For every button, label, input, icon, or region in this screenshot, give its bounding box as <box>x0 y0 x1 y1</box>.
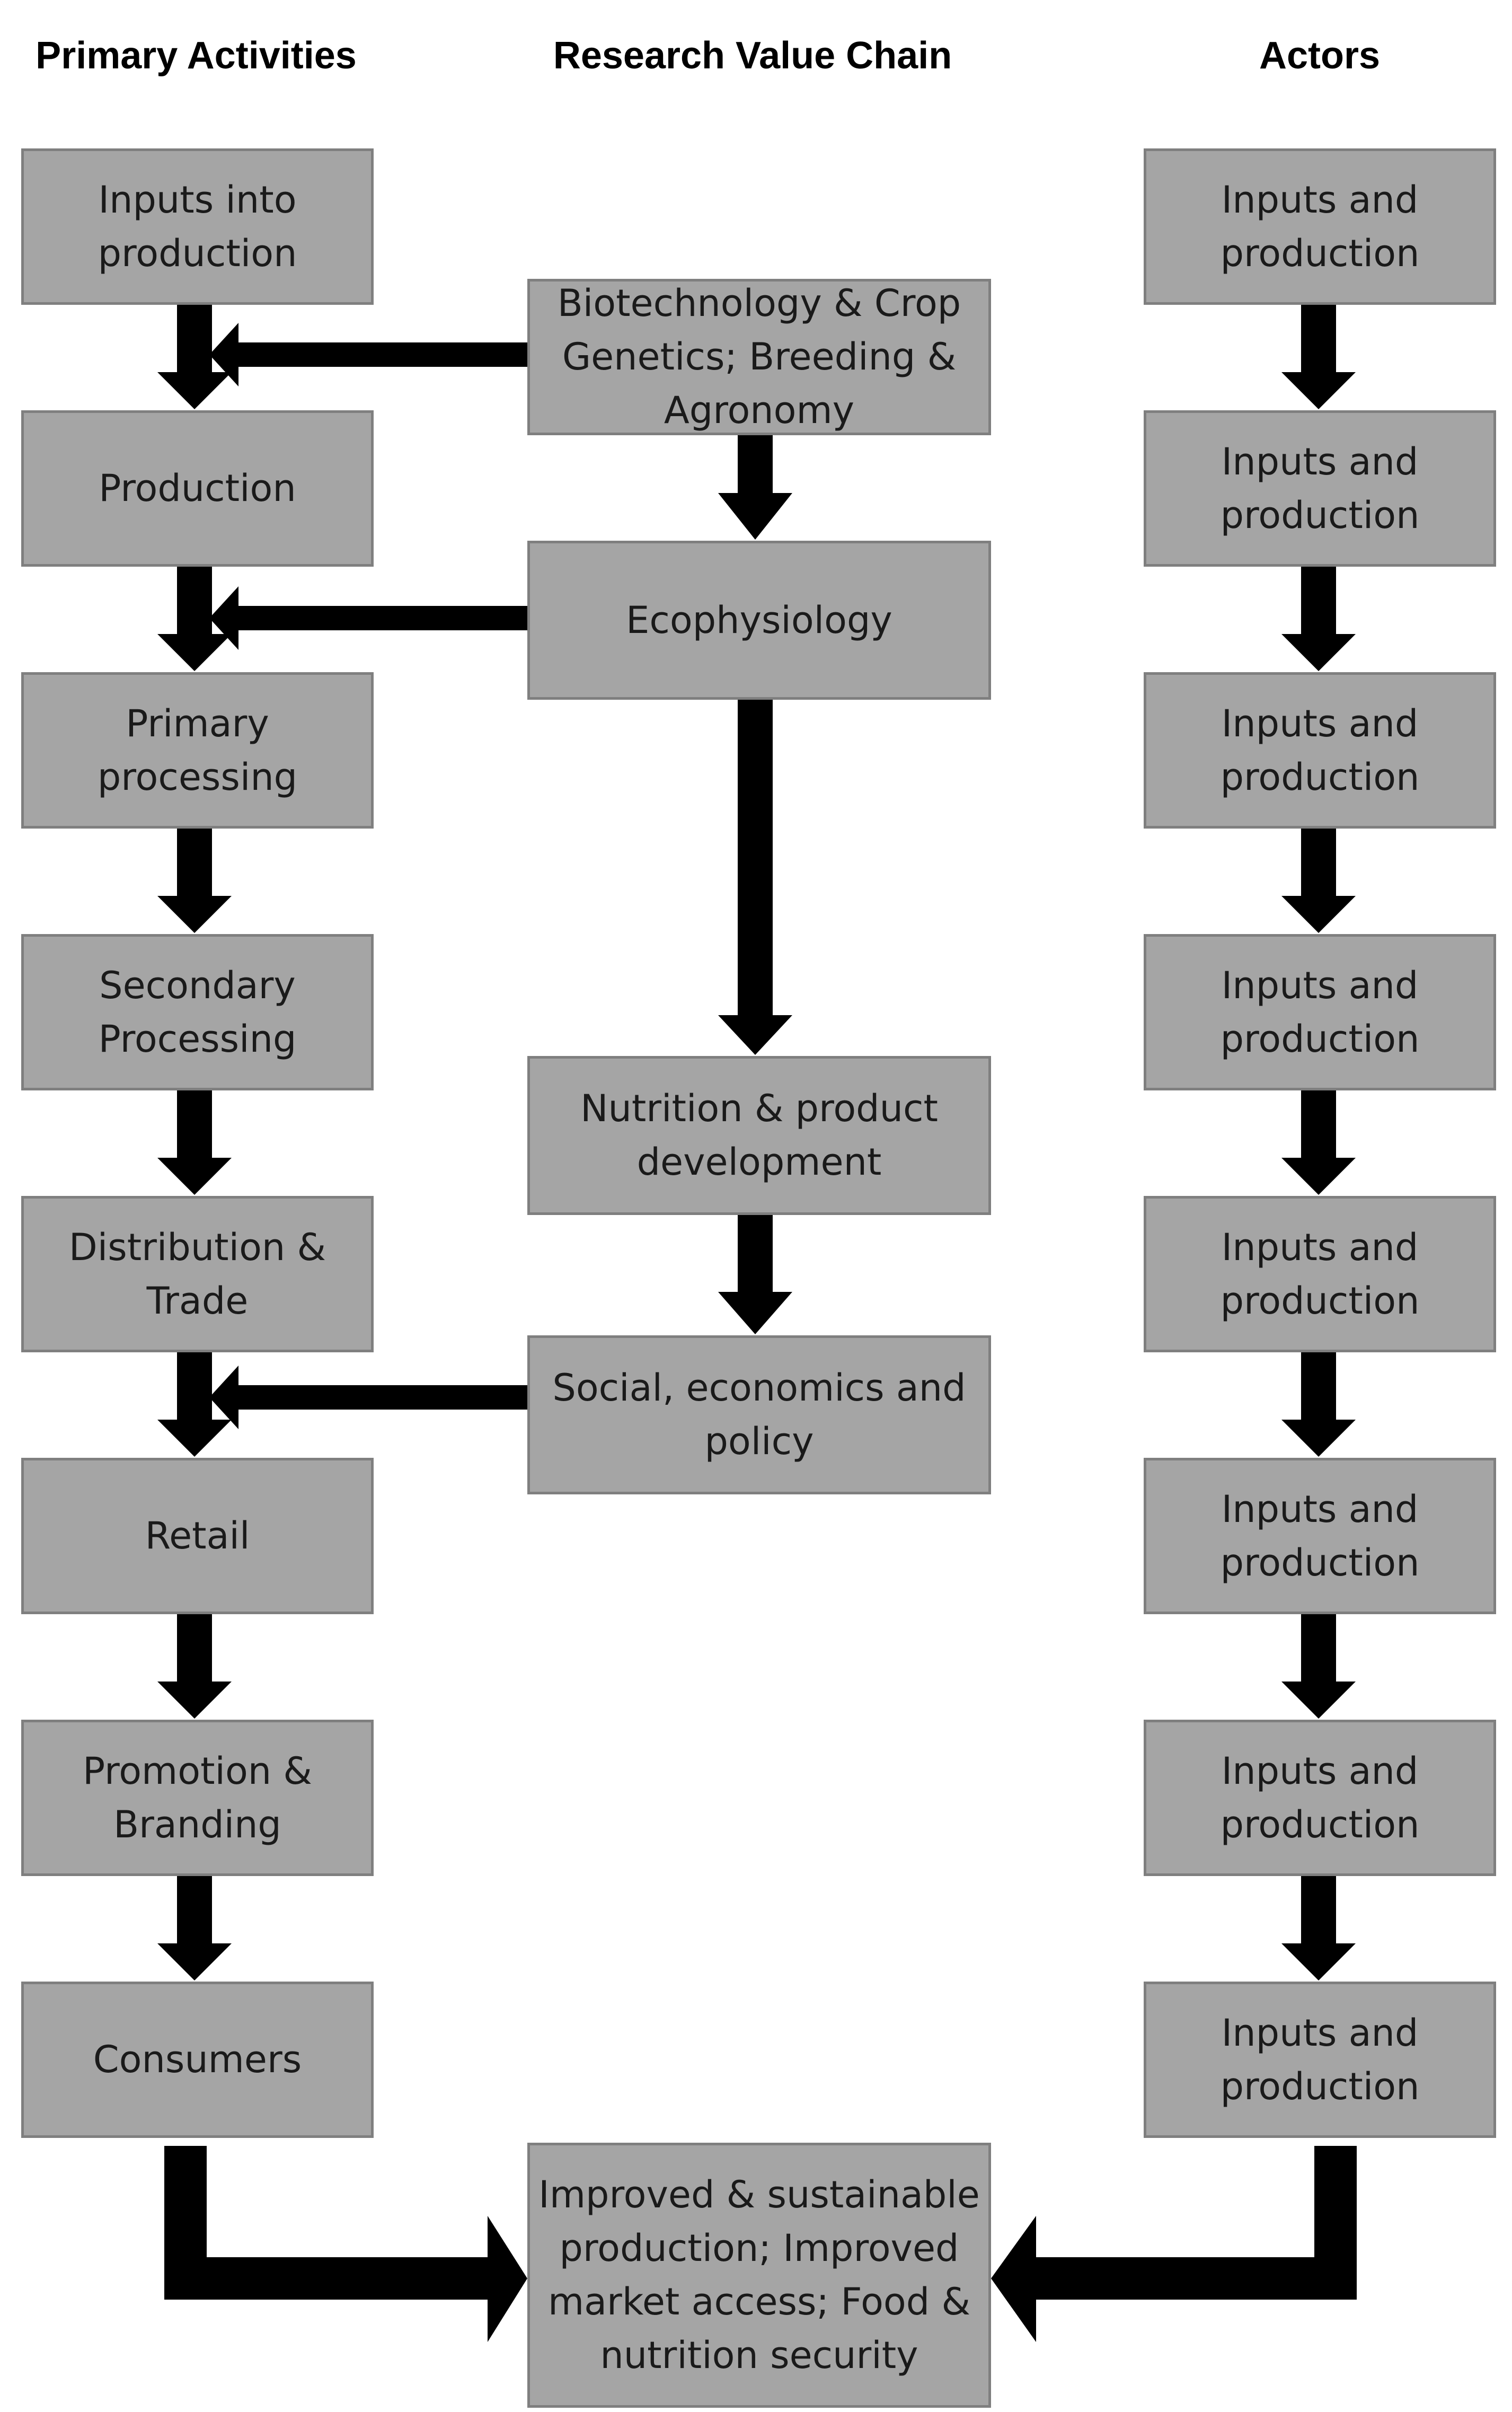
arrow-primary-4 <box>157 1089 232 1195</box>
actors-box-1: Inputs and production <box>1144 148 1496 305</box>
actors-box-5: Inputs and production <box>1144 1196 1496 1352</box>
arrow-actors-2 <box>1281 565 1356 671</box>
actors-box-8: Inputs and production <box>1144 1982 1496 2138</box>
primary-box-distribution-trade: Distribution & Trade <box>21 1196 374 1352</box>
arrow-primary-6 <box>157 1613 232 1719</box>
arrow-actors-1 <box>1281 303 1356 409</box>
arrow-research-1 <box>718 434 792 540</box>
header-research-value-chain: Research Value Chain <box>553 34 952 77</box>
header-actors: Actors <box>1259 34 1381 77</box>
primary-box-inputs-into-production: Inputs into production <box>21 148 374 305</box>
header-primary-activities: Primary Activities <box>36 34 357 77</box>
primary-box-primary-processing: Primary processing <box>21 672 374 829</box>
arrow-actors-3 <box>1281 827 1356 933</box>
arrow-actors-to-outcome <box>991 2146 1357 2342</box>
primary-box-secondary-processing: Secondary Processing <box>21 934 374 1090</box>
arrow-actors-6 <box>1281 1613 1356 1719</box>
outcome-box: Improved & sustainable production; Impro… <box>527 2143 991 2408</box>
arrow-social-to-distribution <box>209 1366 530 1429</box>
arrow-actors-4 <box>1281 1089 1356 1195</box>
arrow-primary-7 <box>157 1874 232 1980</box>
research-box-ecophysiology: Ecophysiology <box>527 541 991 700</box>
research-box-social-economics-policy: Social, economics and policy <box>527 1335 991 1494</box>
primary-box-promotion-branding: Promotion & Branding <box>21 1720 374 1876</box>
arrow-consumers-to-outcome <box>164 2146 527 2342</box>
primary-box-retail: Retail <box>21 1458 374 1614</box>
actors-box-4: Inputs and production <box>1144 934 1496 1090</box>
actors-box-2: Inputs and production <box>1144 410 1496 567</box>
research-box-biotechnology: Biotechnology & Crop Genetics; Breeding … <box>527 279 991 435</box>
arrow-ecophysiology-to-production <box>209 586 530 650</box>
primary-box-production: Production <box>21 410 374 567</box>
actors-box-3: Inputs and production <box>1144 672 1496 829</box>
research-box-nutrition-product-development: Nutrition & product development <box>527 1056 991 1215</box>
arrow-primary-3 <box>157 827 232 933</box>
arrow-actors-7 <box>1281 1874 1356 1980</box>
primary-box-consumers: Consumers <box>21 1982 374 2138</box>
actors-box-6: Inputs and production <box>1144 1458 1496 1614</box>
arrow-research-2 <box>718 699 792 1055</box>
actors-box-7: Inputs and production <box>1144 1720 1496 1876</box>
arrow-biotech-to-inputs <box>209 323 530 386</box>
arrow-research-3 <box>718 1214 792 1334</box>
arrow-actors-5 <box>1281 1351 1356 1457</box>
